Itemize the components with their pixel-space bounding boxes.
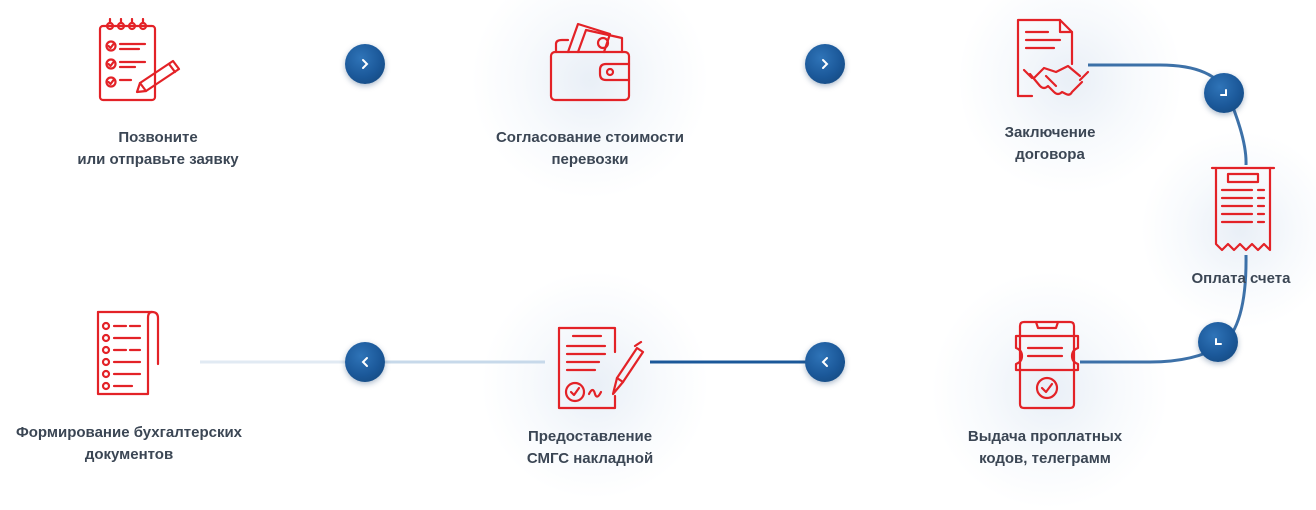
- label-line: СМГС накладной: [526, 450, 654, 467]
- corner-arrow-button[interactable]: [1204, 73, 1244, 113]
- receipt-icon: [1210, 166, 1276, 252]
- label-line: документов: [84, 446, 174, 463]
- step-label-invoice-payment: Оплата счета: [1166, 268, 1316, 290]
- label-line: Оплата счета: [1191, 270, 1291, 287]
- label-line: Позвоните: [118, 129, 198, 146]
- document-list-icon: [96, 310, 160, 396]
- step-label-smgs-waybill: Предоставление СМГС накладной: [485, 426, 695, 470]
- label-line: Формирование бухгалтерских: [15, 424, 243, 441]
- label-line: Согласование стоимости: [495, 129, 685, 146]
- contract-handshake-icon: [1016, 18, 1090, 98]
- phone-ticket-icon: [1014, 320, 1080, 410]
- next-arrow-button[interactable]: [805, 44, 845, 84]
- wallet-money-icon: [549, 22, 631, 102]
- prev-arrow-button[interactable]: [345, 342, 385, 382]
- corner-arrow-button[interactable]: [1198, 322, 1238, 362]
- label-line: Выдача проплатных: [967, 428, 1123, 445]
- checklist-pencil-icon: [98, 18, 181, 102]
- corner-down-left-icon: [1220, 89, 1227, 96]
- step-label-cost-agreement: Согласование стоимости перевозки: [465, 127, 715, 171]
- label-line: перевозки: [551, 151, 629, 168]
- signed-document-pen-icon: [557, 326, 645, 410]
- glow: [930, 270, 1170, 510]
- label-line: кодов, телеграмм: [979, 450, 1111, 467]
- step-label-paid-codes: Выдача проплатных кодов, телеграмм: [940, 426, 1150, 470]
- glow: [480, 270, 710, 500]
- chevron-right-icon: [822, 59, 829, 69]
- flow-connectors: [200, 63, 1248, 364]
- glow: [960, 0, 1180, 200]
- step-label-contract: Заключение договора: [950, 122, 1150, 166]
- step-label-call-request: Позвоните или отправьте заявку: [28, 127, 288, 171]
- step-label-accounting-docs: Формирование бухгалтерских документов: [0, 422, 260, 466]
- label-line: Заключение: [1004, 124, 1096, 141]
- chevron-left-icon: [821, 357, 828, 367]
- next-arrow-button[interactable]: [345, 44, 385, 84]
- chevron-right-icon: [362, 59, 369, 69]
- chevron-left-icon: [361, 357, 368, 367]
- label-line: договора: [1015, 146, 1085, 163]
- prev-arrow-button[interactable]: [805, 342, 845, 382]
- glow: [1140, 130, 1316, 330]
- corner-up-right-icon: [1215, 338, 1222, 345]
- label-line: или отправьте заявку: [77, 151, 239, 168]
- label-line: Предоставление: [527, 428, 653, 445]
